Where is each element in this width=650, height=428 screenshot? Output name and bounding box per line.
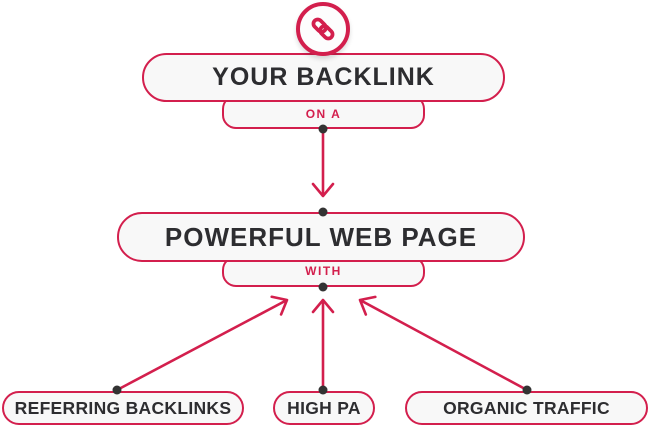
node-high-pa: HIGH PA xyxy=(273,391,375,425)
node-your-backlink: YOUR BACKLINK xyxy=(142,53,505,102)
connector-with-label: WITH xyxy=(305,264,342,278)
node-high-pa-label: HIGH PA xyxy=(287,397,361,418)
edge-organic-to-with xyxy=(358,295,528,392)
node-organic-traffic: ORGANIC TRAFFIC xyxy=(405,391,648,425)
node-powerful-web-page: POWERFUL WEB PAGE xyxy=(117,212,525,262)
edge-referring-to-with xyxy=(116,295,289,392)
node-referring-backlinks: REFERRING BACKLINKS xyxy=(2,391,244,425)
node-powerful-web-page-label: POWERFUL WEB PAGE xyxy=(164,221,478,252)
link-badge xyxy=(296,2,350,56)
node-your-backlink-label: YOUR BACKLINK xyxy=(212,63,435,91)
node-referring-backlinks-label: REFERRING BACKLINKS xyxy=(14,397,232,418)
connector-on-a-label: ON A xyxy=(305,107,342,121)
node-organic-traffic-label: ORGANIC TRAFFIC xyxy=(443,397,610,418)
chain-link-icon xyxy=(311,17,335,41)
